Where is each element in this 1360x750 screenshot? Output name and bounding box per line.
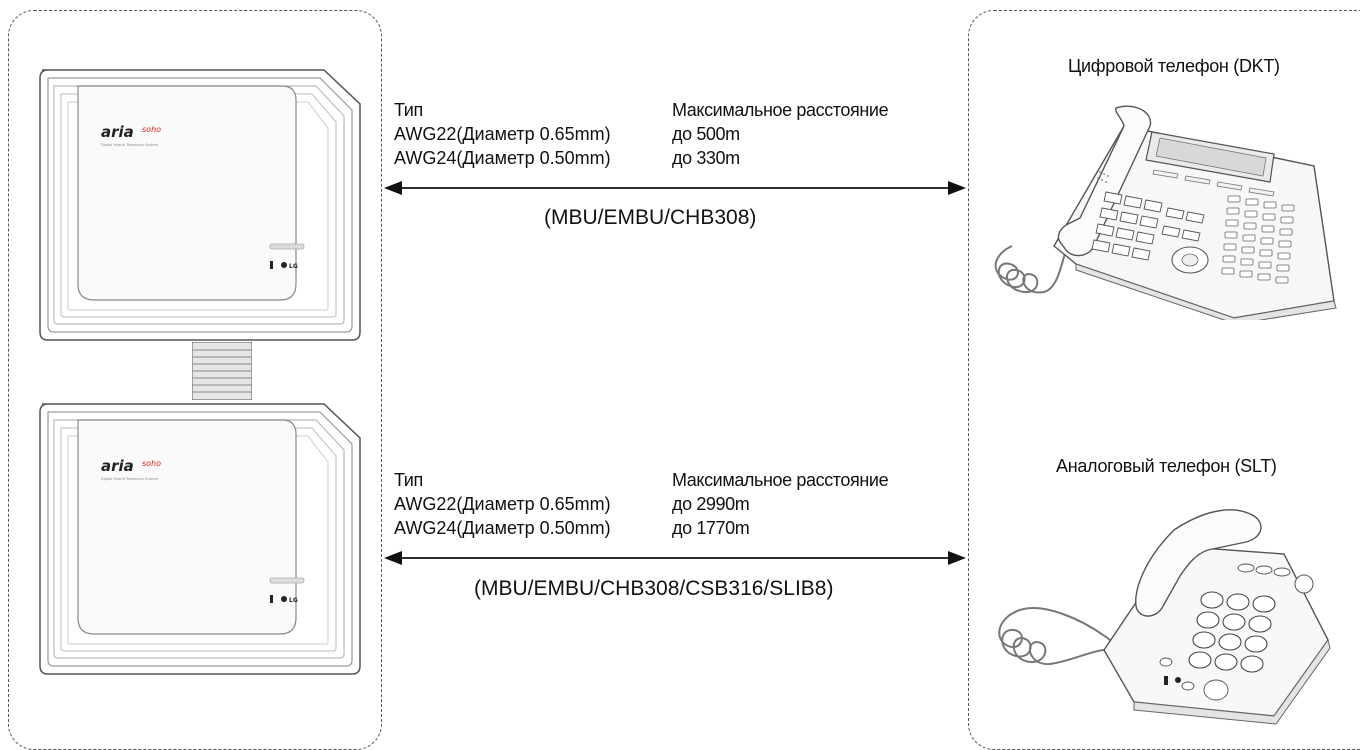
dkt-cable-spec: Тип Максимальное расстояние AWG22(Диамет… — [394, 98, 888, 170]
slt-cable-spec: Тип Максимальное расстояние AWG22(Диамет… — [394, 468, 888, 540]
digital-phone-illustration — [984, 96, 1348, 320]
dkt-boards-label: (MBU/EMBU/CHB308) — [544, 206, 756, 230]
slt-phone-title: Аналоговый телефон (SLT) — [1056, 456, 1277, 477]
max-distance: до 2990m — [672, 492, 749, 516]
brand-logo: aria — [101, 457, 134, 475]
svg-text:Digital Hybrid Telephone Syste: Digital Hybrid Telephone System — [101, 477, 159, 481]
lg-logo: LG — [289, 263, 298, 270]
col-type-label: Тип — [394, 468, 672, 492]
max-distance: до 330m — [672, 146, 740, 170]
dkt-phone-title: Цифровой телефон (DKT) — [1068, 56, 1280, 77]
cable-type: AWG22(Диаметр 0.65mm) — [394, 122, 672, 146]
max-distance: до 500m — [672, 122, 740, 146]
interconnect-cable — [192, 342, 252, 400]
max-distance: до 1770m — [672, 516, 749, 540]
slt-connection-arrow — [384, 548, 966, 568]
cable-type: AWG24(Диаметр 0.50mm) — [394, 516, 672, 540]
svg-text:Digital Hybrid Telephone Syste: Digital Hybrid Telephone System — [101, 143, 159, 147]
brand-logo: aria — [101, 123, 134, 141]
cable-type: AWG22(Диаметр 0.65mm) — [394, 492, 672, 516]
col-distance-label: Максимальное расстояние — [672, 468, 888, 492]
slt-boards-label: (MBU/EMBU/CHB308/CSB316/SLIB8) — [474, 577, 833, 601]
analog-phone-illustration — [984, 490, 1348, 726]
svg-text:soho: soho — [142, 459, 161, 468]
cable-type: AWG24(Диаметр 0.50mm) — [394, 146, 672, 170]
col-type-label: Тип — [394, 98, 672, 122]
lg-logo: LG — [289, 597, 298, 604]
col-distance-label: Максимальное расстояние — [672, 98, 888, 122]
svg-text:soho: soho — [142, 125, 161, 134]
system-unit-expansion: aria soho Digital Hybrid Telephone Syste… — [34, 398, 364, 678]
system-unit-main: aria soho Digital Hybrid Telephone Syste… — [34, 64, 364, 344]
dkt-connection-arrow — [384, 178, 966, 198]
